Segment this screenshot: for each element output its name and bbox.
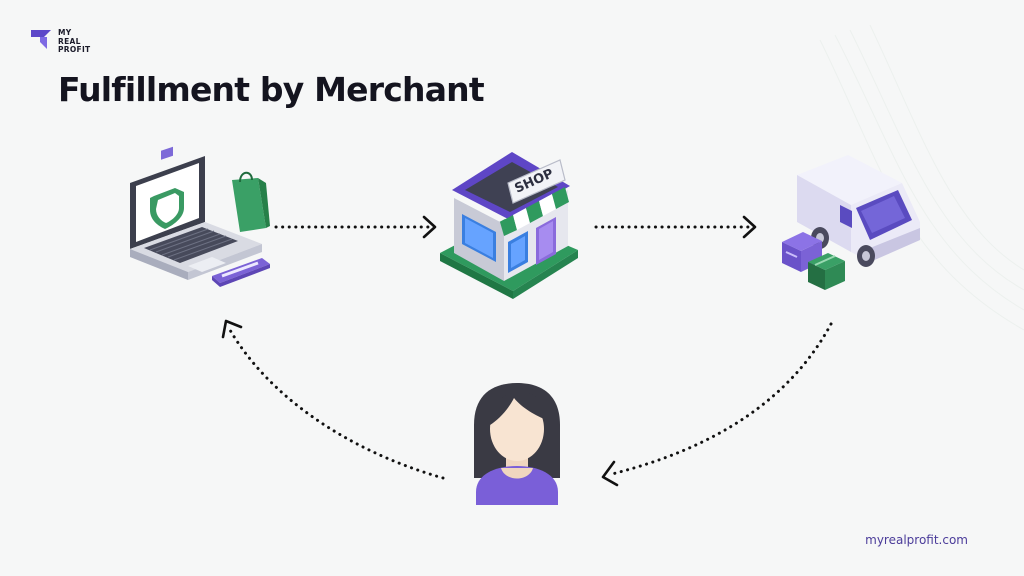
brand-mark-icon: [31, 30, 51, 49]
background-decoration: [819, 24, 1024, 331]
logo-line-2: REAL: [58, 36, 81, 46]
flow-arrows: [221, 215, 833, 487]
arrowhead-laptop-to-shop: [422, 215, 437, 239]
laptop-store-icon: [130, 146, 270, 287]
arrowhead-shop-to-van: [742, 215, 757, 239]
footer-url[interactable]: myrealprofit.com: [865, 533, 968, 547]
logo-line-1: MY: [58, 28, 72, 37]
customer-avatar-icon: [474, 383, 560, 505]
logo-text: MY REAL PROFIT: [58, 28, 90, 55]
shop-icon: SHOP: [440, 152, 578, 299]
logo-line-3: PROFIT: [58, 45, 91, 54]
brand-logo: MY REAL PROFIT: [30, 28, 90, 55]
arrowhead-customer-to-laptop: [221, 319, 243, 339]
page-title: Fulfillment by Merchant: [58, 70, 485, 109]
arrowhead-van-to-customer: [601, 460, 619, 487]
arrow-customer-to-laptop: [228, 328, 445, 480]
delivery-van-icon: [782, 155, 920, 290]
arrow-van-to-customer: [610, 322, 833, 476]
